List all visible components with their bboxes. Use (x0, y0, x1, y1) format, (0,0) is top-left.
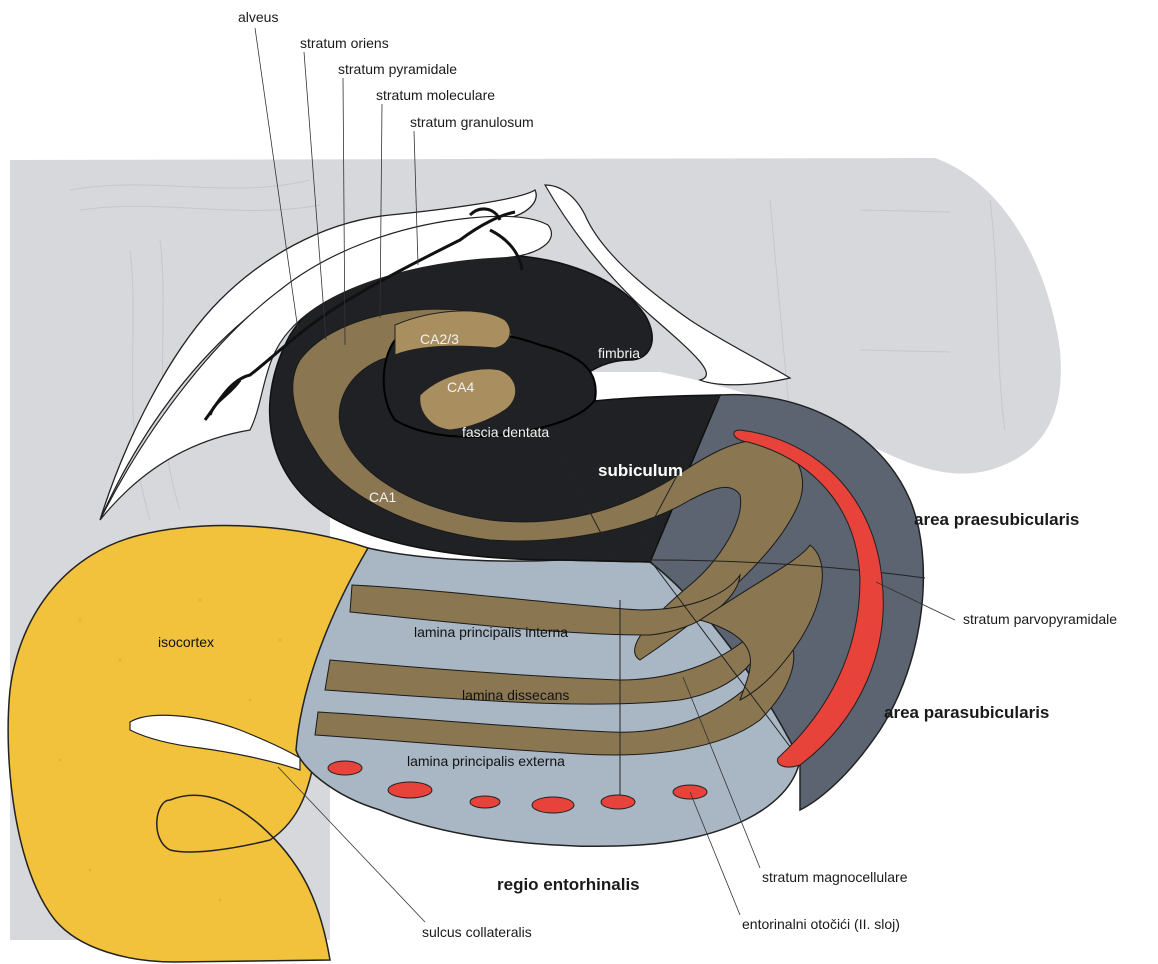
label-fimbria: fimbria (598, 345, 640, 361)
label-isocortex: isocortex (158, 634, 214, 650)
label-ca4: CA4 (447, 379, 474, 395)
label-lamina-dissecans: lamina dissecans (462, 687, 569, 703)
label-entorinalni-otocici: entorinalni otočići (II. sloj) (742, 916, 900, 932)
label-ca1: CA1 (369, 489, 396, 505)
label-lamina-principalis-externa: lamina principalis externa (407, 753, 565, 769)
label-fascia-dentata: fascia dentata (462, 424, 549, 440)
label-sulcus-collateralis: sulcus collateralis (422, 924, 532, 940)
label-ca2-3: CA2/3 (420, 331, 459, 347)
label-lamina-principalis-interna: lamina principalis interna (414, 624, 568, 640)
label-stratum-granulosum: stratum granulosum (410, 114, 534, 130)
label-stratum-parvopyramidale: stratum parvopyramidale (963, 611, 1117, 627)
label-stratum-pyramidale: stratum pyramidale (338, 61, 457, 77)
label-stratum-oriens: stratum oriens (300, 35, 389, 51)
label-area-parasubicularis: area parasubicularis (884, 703, 1049, 722)
label-stratum-moleculare: stratum moleculare (376, 87, 495, 103)
label-subiculum: subiculum (598, 461, 683, 480)
label-area-praesubicularis: area praesubicularis (914, 510, 1079, 529)
label-stratum-magnocellulare: stratum magnocellulare (762, 869, 908, 885)
label-alveus: alveus (238, 9, 278, 25)
label-regio-entorhinalis: regio entorhinalis (497, 875, 640, 894)
